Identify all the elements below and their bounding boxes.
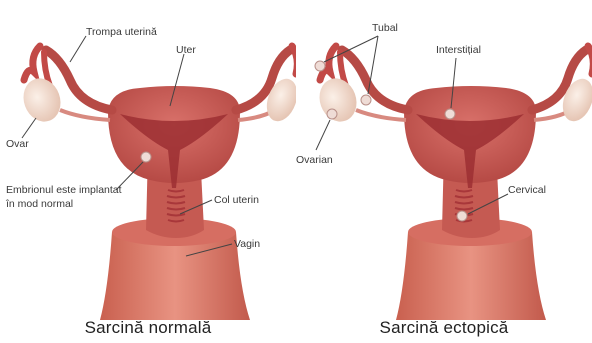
label-ovarian: Ovarian xyxy=(296,154,333,167)
label-embryo-line1: Embrionul este implantat xyxy=(6,184,122,197)
embryo-tubal-1 xyxy=(315,61,325,71)
label-uterus: Uter xyxy=(176,44,196,57)
caption-normal: Sarcină normală xyxy=(0,318,296,338)
label-embryo-line2: în mod normal xyxy=(6,198,73,211)
label-interstitial: Interstițial xyxy=(436,44,481,57)
label-fallopian-tube: Trompa uterină xyxy=(86,26,157,39)
embryo xyxy=(141,152,151,162)
label-vagina: Vagin xyxy=(234,238,260,251)
caption-ectopic: Sarcină ectopică xyxy=(296,318,592,338)
normal-pregnancy-panel: Trompa uterină Uter Ovar Embrionul este … xyxy=(0,0,296,343)
embryo-interstitial xyxy=(445,109,455,119)
ectopic-pregnancy-panel: Tubal Interstițial Ovarian Cervical Sarc… xyxy=(296,0,592,343)
label-cervix: Col uterin xyxy=(214,194,259,207)
embryo-tubal-2 xyxy=(361,95,371,105)
label-cervical: Cervical xyxy=(508,184,546,197)
label-ovary: Ovar xyxy=(6,138,29,151)
embryo-ovarian xyxy=(327,109,337,119)
label-tubal: Tubal xyxy=(372,22,398,35)
embryo-cervical xyxy=(457,211,467,221)
normal-uterus-illustration xyxy=(0,0,296,343)
